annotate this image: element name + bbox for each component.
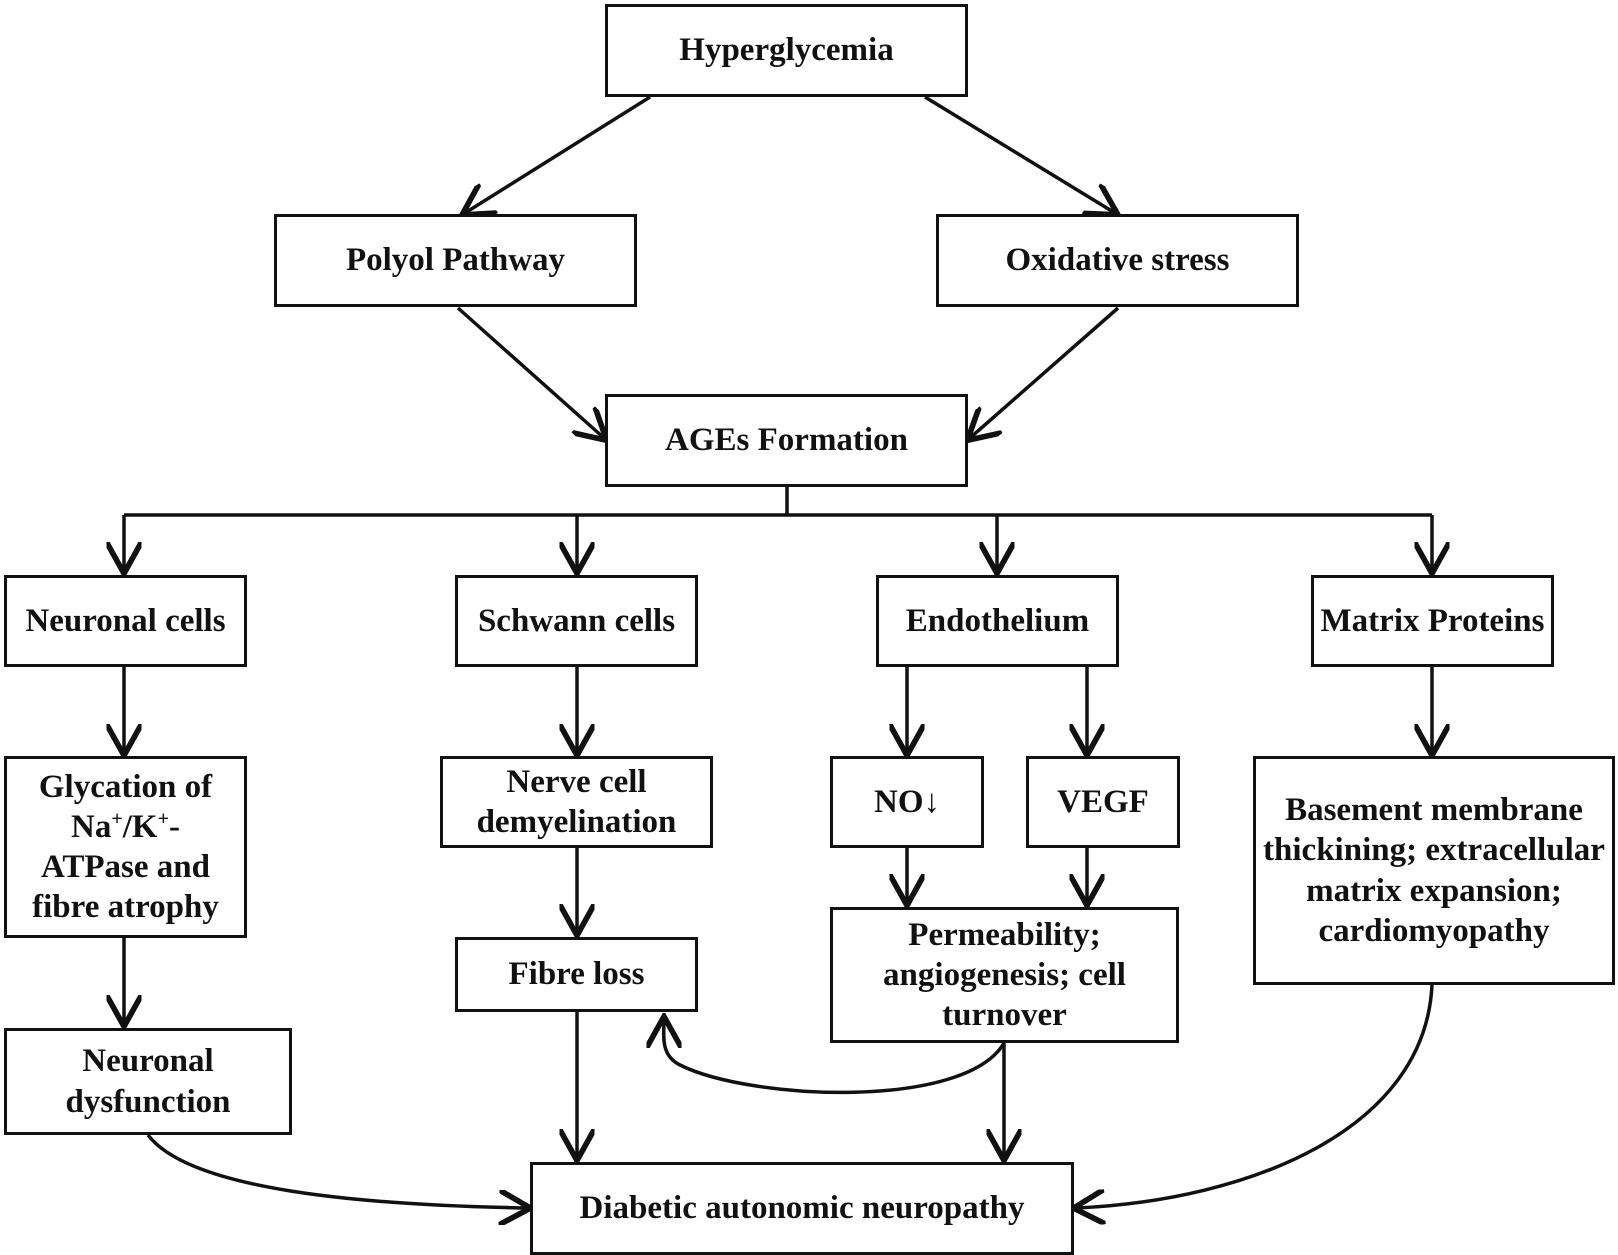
node-permeability: Permeability; angiogenesis; cell turnove… [830, 907, 1179, 1043]
node-oxidative-stress: Oxidative stress [936, 214, 1299, 307]
node-matrix-proteins: Matrix Proteins [1311, 575, 1554, 667]
arrow-dysfunction-dan [146, 1133, 527, 1208]
node-hyperglycemia: Hyperglycemia [605, 4, 968, 97]
arrow-hyperglycemia-oxidative [924, 95, 1115, 213]
node-polyol-pathway: Polyol Pathway [274, 214, 637, 307]
arrow-basement-dan [1077, 984, 1434, 1208]
node-basement-membrane: Basement membrane thickining; extracellu… [1253, 756, 1615, 985]
arrow-permeability-fibreloss [664, 1020, 1006, 1095]
node-nerve-demyelination: Nerve cell demyelination [440, 756, 713, 848]
node-neuronal-dysfunction: Neuronal dysfunction [4, 1028, 292, 1135]
arrow-hyperglycemia-polyol [465, 95, 651, 213]
node-ages-formation: AGEs Formation [605, 394, 968, 487]
arrow-polyol-ages [456, 306, 604, 438]
node-no: NO↓ [830, 756, 984, 848]
node-fibre-loss: Fibre loss [455, 937, 698, 1012]
node-schwann-cells: Schwann cells [455, 575, 698, 667]
node-vegf: VEGF [1026, 756, 1180, 848]
node-glycation: Glycation of Na+/K+- ATPase and fibre at… [4, 756, 247, 938]
node-diabetic-autonomic-neuropathy: Diabetic autonomic neuropathy [530, 1162, 1074, 1255]
arrow-oxidative-ages [970, 306, 1120, 438]
node-endothelium: Endothelium [876, 575, 1119, 667]
node-neuronal-cells: Neuronal cells [4, 575, 247, 667]
